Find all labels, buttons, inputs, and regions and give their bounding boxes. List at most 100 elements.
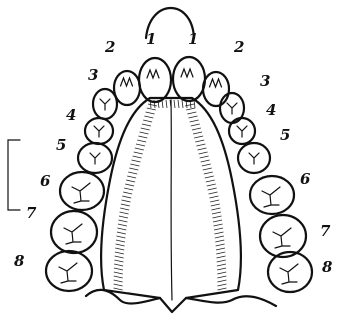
hatch-line: [142, 124, 151, 126]
hatch-line: [217, 288, 226, 290]
hatch-line: [217, 260, 226, 262]
hatch-line: [117, 228, 126, 230]
hatch-line: [138, 136, 147, 138]
hatch-line: [115, 256, 124, 258]
hatch-line: [133, 156, 142, 158]
hatch-line: [217, 276, 226, 278]
tooth-crown-outline: [250, 176, 294, 214]
tooth-right-8: [268, 252, 312, 292]
hatch-line: [211, 204, 220, 206]
tooth-number-left-1: 1: [146, 30, 156, 48]
hatch-line: [191, 124, 200, 126]
tooth-left-5: [78, 143, 112, 173]
hatch-line: [162, 100, 163, 108]
hatch-line: [203, 168, 212, 170]
tooth-left-2: [114, 71, 140, 105]
hatch-line: [130, 164, 139, 166]
tooth-right-6: [250, 176, 294, 214]
hatch-line: [205, 176, 214, 178]
tooth-right-5: [238, 143, 270, 173]
hatch-line: [124, 188, 133, 190]
tooth-number-left-5: 5: [56, 136, 66, 154]
hatch-line: [212, 212, 221, 214]
hatch-line: [135, 148, 144, 150]
hatch-line: [217, 256, 226, 258]
hatch-line: [127, 176, 136, 178]
hatch-line: [118, 224, 127, 226]
tooth-right-1: [173, 57, 205, 101]
hatch-line: [147, 108, 156, 110]
hatch-line: [114, 288, 123, 290]
hatch-line: [123, 192, 132, 194]
hatch-line: [199, 152, 208, 154]
hatch-line: [141, 128, 150, 130]
tooth-occlusal-detail: [210, 79, 222, 87]
hatch-line: [131, 160, 140, 162]
hatch-line: [174, 100, 175, 108]
hatch-line: [143, 120, 152, 122]
tooth-left-4: [85, 118, 113, 144]
hatch-line: [209, 192, 218, 194]
tooth-crown-outline: [139, 58, 171, 102]
tooth-crown-outline: [51, 211, 97, 253]
tooth-number-left-3: 3: [88, 66, 98, 84]
tooth-crown-outline: [46, 251, 92, 291]
hatch-line: [213, 220, 222, 222]
hatch-line: [195, 140, 204, 142]
tooth-right-7: [260, 215, 306, 257]
hatch-line: [114, 264, 123, 266]
hatch-line: [193, 132, 202, 134]
hatch-line: [217, 268, 226, 270]
tooth-crown-outline: [114, 71, 140, 105]
hatch-line: [213, 216, 222, 218]
palatal-raphe: [171, 100, 172, 300]
tooth-number-left-4: 4: [66, 106, 76, 124]
hatch-line: [114, 280, 123, 282]
palate-hatching: [114, 100, 227, 290]
tooth-crown-outline: [60, 172, 104, 210]
hatch-line: [115, 248, 124, 250]
tooth-occlusal-detail: [237, 126, 247, 137]
tooth-crown-outline: [268, 252, 312, 292]
hatch-line: [208, 188, 217, 190]
tooth-number-left-7: 7: [26, 204, 37, 222]
hatch-line: [200, 156, 209, 158]
tooth-occlusal-detail: [249, 153, 259, 164]
tooth-number-right-2: 2: [233, 38, 244, 56]
hatch-line: [192, 128, 201, 130]
hatch-line: [188, 116, 197, 118]
hatch-line: [217, 284, 226, 286]
teeth-group: [46, 57, 312, 292]
hatch-line: [146, 112, 155, 114]
tooth-left-3: [93, 89, 117, 119]
hatch-line: [209, 196, 218, 198]
hatch-line: [166, 100, 167, 108]
hatch-line: [207, 184, 216, 186]
hatch-line: [114, 276, 123, 278]
tooth-left-1: [139, 58, 171, 102]
hatch-line: [215, 236, 224, 238]
hatch-line: [214, 224, 223, 226]
hatch-line: [117, 232, 126, 234]
tooth-occlusal-detail: [280, 264, 298, 284]
hatch-line: [217, 272, 226, 274]
hatch-line: [116, 240, 125, 242]
hatch-line: [214, 232, 223, 234]
hatch-line: [128, 172, 137, 174]
hatch-line: [182, 100, 183, 108]
hatch-line: [216, 244, 225, 246]
tooth-crown-outline: [173, 57, 205, 101]
hatch-line: [136, 144, 145, 146]
tooth-occlusal-detail: [64, 224, 82, 244]
hatch-line: [178, 100, 179, 108]
tooth-occlusal-detail: [227, 103, 237, 114]
tooth-left-8: [46, 251, 92, 291]
tooth-number-right-8: 8: [322, 258, 333, 276]
tooth-crown-outline: [203, 72, 229, 106]
tooth-left-6: [60, 172, 104, 210]
hatch-line: [215, 240, 224, 242]
tooth-number-right-3: 3: [260, 72, 270, 90]
